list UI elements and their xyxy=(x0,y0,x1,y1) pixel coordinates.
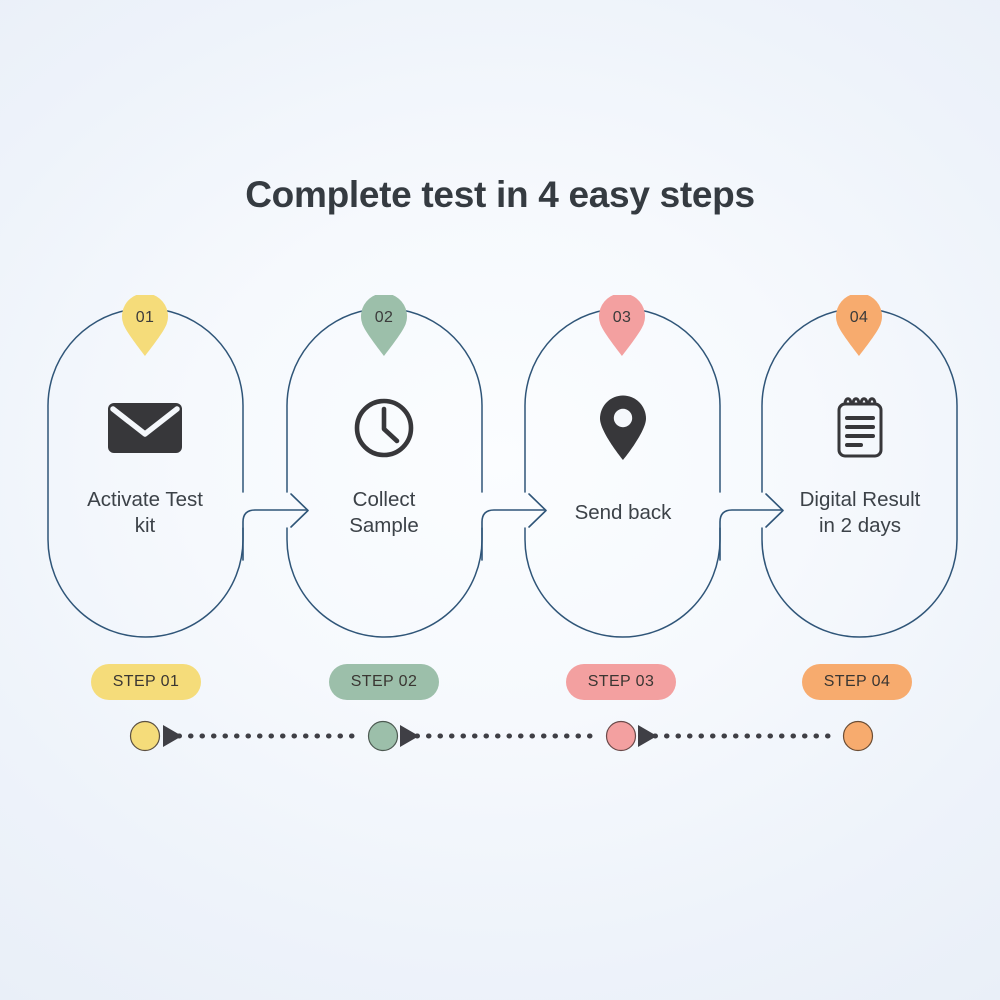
step-4-icon-wrap xyxy=(815,390,905,466)
timeline-dot-step-1[interactable] xyxy=(129,720,161,752)
card-outline-step-3-left xyxy=(524,309,606,493)
step-4-text: Digital Result in 2 days xyxy=(755,487,965,539)
badge-step-4[interactable]: STEP 04 xyxy=(802,664,912,700)
step-2-text-line-2: Sample xyxy=(349,514,419,537)
step-1-text-line-2: kit xyxy=(134,514,156,537)
card-outline-step-4-left xyxy=(761,309,843,493)
pin-marker-step-3[interactable]: 03 xyxy=(596,293,648,357)
timeline-dot-step-3[interactable] xyxy=(605,720,637,752)
timeline-arrowhead-1 xyxy=(163,725,182,747)
badge-step-2[interactable]: STEP 02 xyxy=(329,664,439,700)
page-title: Complete test in 4 easy steps xyxy=(245,174,755,215)
step-2-text-line-1: Collect xyxy=(352,488,416,511)
connector-arrowhead-2-3 xyxy=(528,493,547,528)
pin-marker-step-1[interactable]: 01 xyxy=(119,293,171,357)
connector-arrow-2-3 xyxy=(481,509,546,561)
connector-arrow-1-2 xyxy=(242,509,308,561)
card-outline-step-2-upper-right xyxy=(401,309,483,493)
envelope-icon xyxy=(108,403,182,453)
notepad-icon xyxy=(837,397,883,458)
card-outline-step-3-upper-right xyxy=(639,309,721,493)
card-outline-step-3-lower-left xyxy=(524,527,721,638)
pin-marker-step-2[interactable]: 02 xyxy=(358,293,410,357)
step-3-icon-wrap xyxy=(578,390,668,466)
card-outline-step-4-rest xyxy=(761,309,958,638)
timeline-dot-step-2[interactable] xyxy=(367,720,399,752)
connector-arrowhead-1-2 xyxy=(290,493,309,528)
pin-shape-icon xyxy=(122,293,168,356)
pin-shape-icon xyxy=(361,293,407,356)
timeline-arrowhead-3 xyxy=(638,725,657,747)
pin-number-step-2: 02 xyxy=(374,309,394,326)
pin-number-step-1: 01 xyxy=(135,309,155,326)
step-3-text: Send back xyxy=(518,500,728,526)
timeline-dot-step-4[interactable] xyxy=(842,720,874,752)
card-outline-step-2-lower-left xyxy=(286,527,483,638)
card-outline-step-1-upper-right xyxy=(162,309,244,493)
step-3-text-line-1: Send back xyxy=(574,501,672,524)
pin-number-step-3: 03 xyxy=(612,309,632,326)
step-4-text-line-2: in 2 days xyxy=(818,514,902,537)
pin-number-step-4: 04 xyxy=(849,309,869,326)
clock-icon xyxy=(354,398,414,458)
step-1-icon-wrap xyxy=(100,390,190,466)
map-pin-icon xyxy=(600,395,646,460)
connector-arrowhead-3-4 xyxy=(765,493,784,528)
badge-step-1[interactable]: STEP 01 xyxy=(91,664,201,700)
step-2-text: Collect Sample xyxy=(279,487,489,539)
step-4-text-line-1: Digital Result xyxy=(799,488,921,511)
connector-arrow-3-4 xyxy=(719,509,783,561)
pin-shape-icon xyxy=(836,293,882,356)
pin-shape-icon xyxy=(599,293,645,356)
step-1-text: Activate Test kit xyxy=(40,487,250,539)
card-outline-step-1 xyxy=(47,309,244,638)
step-2-icon-wrap xyxy=(339,390,429,466)
step-1-text-line-1: Activate Test xyxy=(87,488,203,511)
pin-marker-step-4[interactable]: 04 xyxy=(833,293,885,357)
card-outline-step-2-left xyxy=(286,309,368,493)
badge-step-3[interactable]: STEP 03 xyxy=(566,664,676,700)
timeline-arrowhead-2 xyxy=(400,725,419,747)
